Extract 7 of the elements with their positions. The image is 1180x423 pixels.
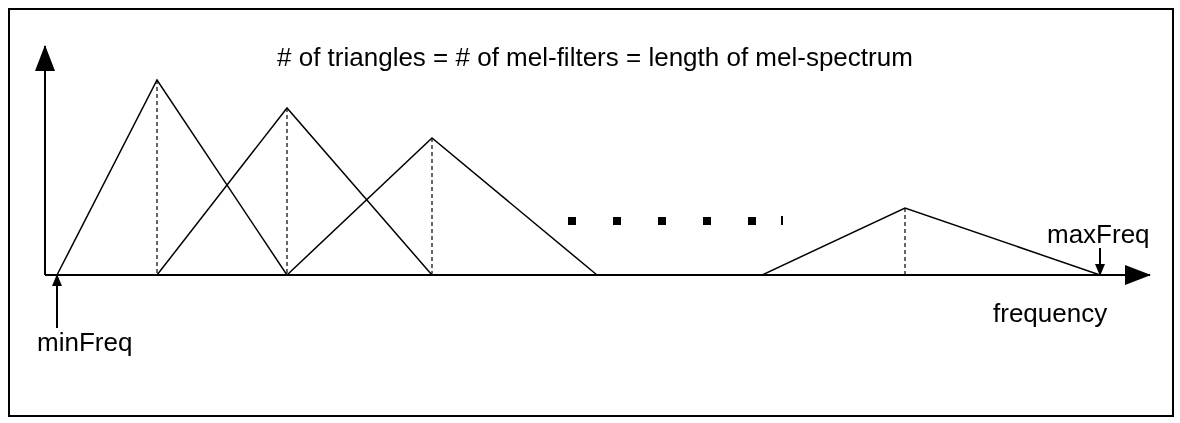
annotation-text: # of triangles = # of mel-filters = length of mel-spectrum — [277, 42, 913, 72]
leader-label: minFreq — [37, 328, 133, 356]
leader-arrow — [1095, 247, 1105, 276]
axis-label: frequency — [993, 298, 1108, 328]
leader-label: maxFreq — [1047, 220, 1150, 248]
leader-arrow — [52, 274, 62, 329]
x-axis — [44, 265, 1151, 285]
